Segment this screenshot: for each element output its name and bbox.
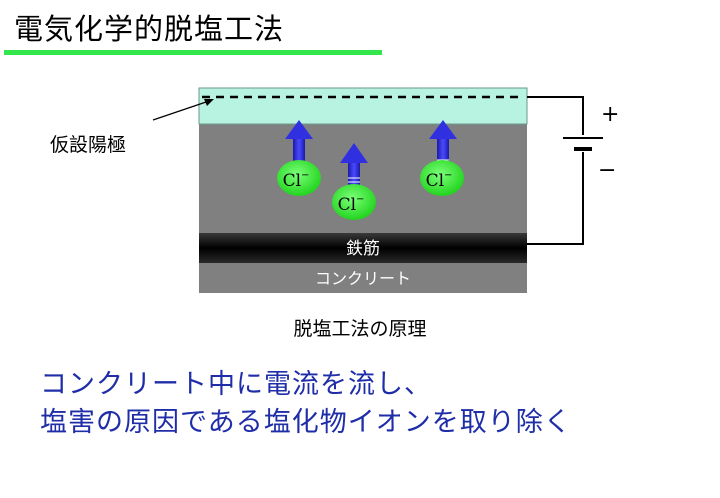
rebar <box>199 233 527 263</box>
svg-text:Cl−: Cl− <box>426 170 453 191</box>
chloride-ion-1: Cl− <box>277 120 321 196</box>
concrete-label: コンクリート <box>315 269 411 288</box>
battery-plus-label: + <box>601 102 620 127</box>
svg-text:Cl−: Cl− <box>283 170 310 191</box>
rebar-label: 鉄筋 <box>346 239 380 259</box>
battery-minus-label: − <box>598 158 617 183</box>
summary-line-2: 塩害の原因である塩化物イオンを取り除く <box>40 407 572 438</box>
wire-rebar <box>527 152 584 245</box>
anode-layer <box>198 87 528 125</box>
anode-label: 仮設陽極 <box>50 134 127 156</box>
title-underline <box>4 50 382 55</box>
diagram-caption: 脱塩工法の原理 <box>293 318 427 340</box>
wire-anode <box>527 96 584 135</box>
svg-text:Cl−: Cl− <box>338 194 365 215</box>
anode-leader-line <box>152 100 210 121</box>
chloride-ion-3: Cl− <box>420 120 464 196</box>
chloride-ion-2: Cl− <box>332 143 376 220</box>
page-title: 電気化学的脱塩工法 <box>14 12 285 46</box>
summary-line-1: コンクリート中に電流を流し、 <box>40 369 432 400</box>
anode-leader-arrowhead <box>204 99 214 106</box>
